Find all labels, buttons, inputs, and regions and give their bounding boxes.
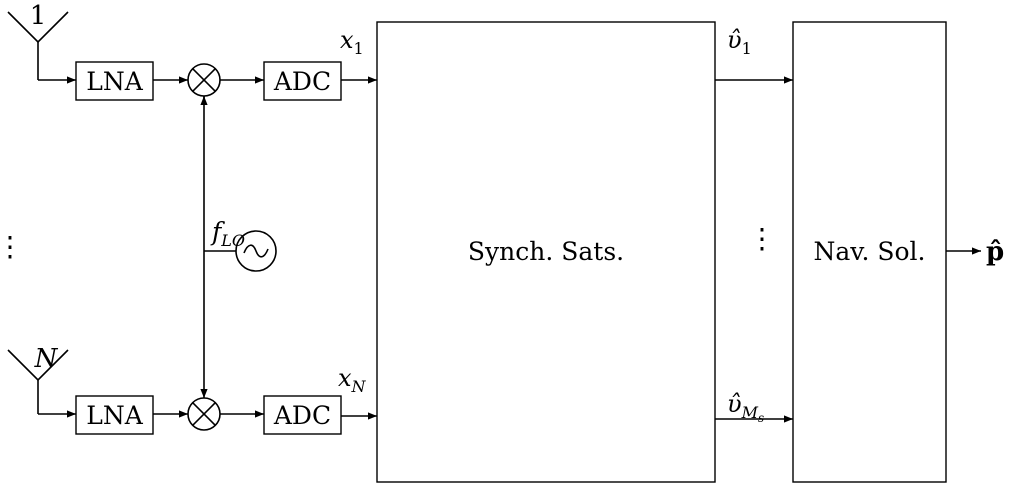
lo-frequency-label: fLO (210, 217, 245, 250)
nav-sol-block: Nav. Sol. (792, 21, 947, 483)
signal-xN-label: xN (338, 364, 367, 396)
lna-top-label: LNA (86, 67, 143, 96)
mixer-top (187, 63, 221, 97)
signal-vMs-label: υ̂Ms (727, 390, 764, 425)
synch-sats-label: Synch. Sats. (468, 237, 624, 266)
signal-x1-label: x1 (340, 26, 364, 58)
antenna-bottom (7, 349, 76, 418)
lna-bottom-label: LNA (86, 401, 143, 430)
antenna-ellipsis: ⋮ (0, 230, 24, 263)
adc-top: ADC (263, 61, 342, 101)
adc-bottom-label: ADC (273, 401, 331, 430)
antenna-top (7, 11, 76, 84)
antenna-top-label: 1 (30, 1, 47, 31)
lna-bottom: LNA (75, 395, 154, 435)
antenna-bottom-label: N (34, 344, 59, 374)
mixer-bottom (187, 397, 221, 431)
oscillator-icon (235, 230, 277, 272)
position-estimate-label: p̂ (986, 237, 1004, 267)
output-ellipsis: ⋮ (748, 222, 776, 255)
adc-bottom: ADC (263, 395, 342, 435)
nav-sol-label: Nav. Sol. (814, 237, 926, 266)
adc-top-label: ADC (273, 67, 331, 96)
synch-sats-block: Synch. Sats. (376, 21, 716, 483)
lna-top: LNA (75, 61, 154, 101)
signal-v1-label: υ̂1 (727, 26, 752, 58)
